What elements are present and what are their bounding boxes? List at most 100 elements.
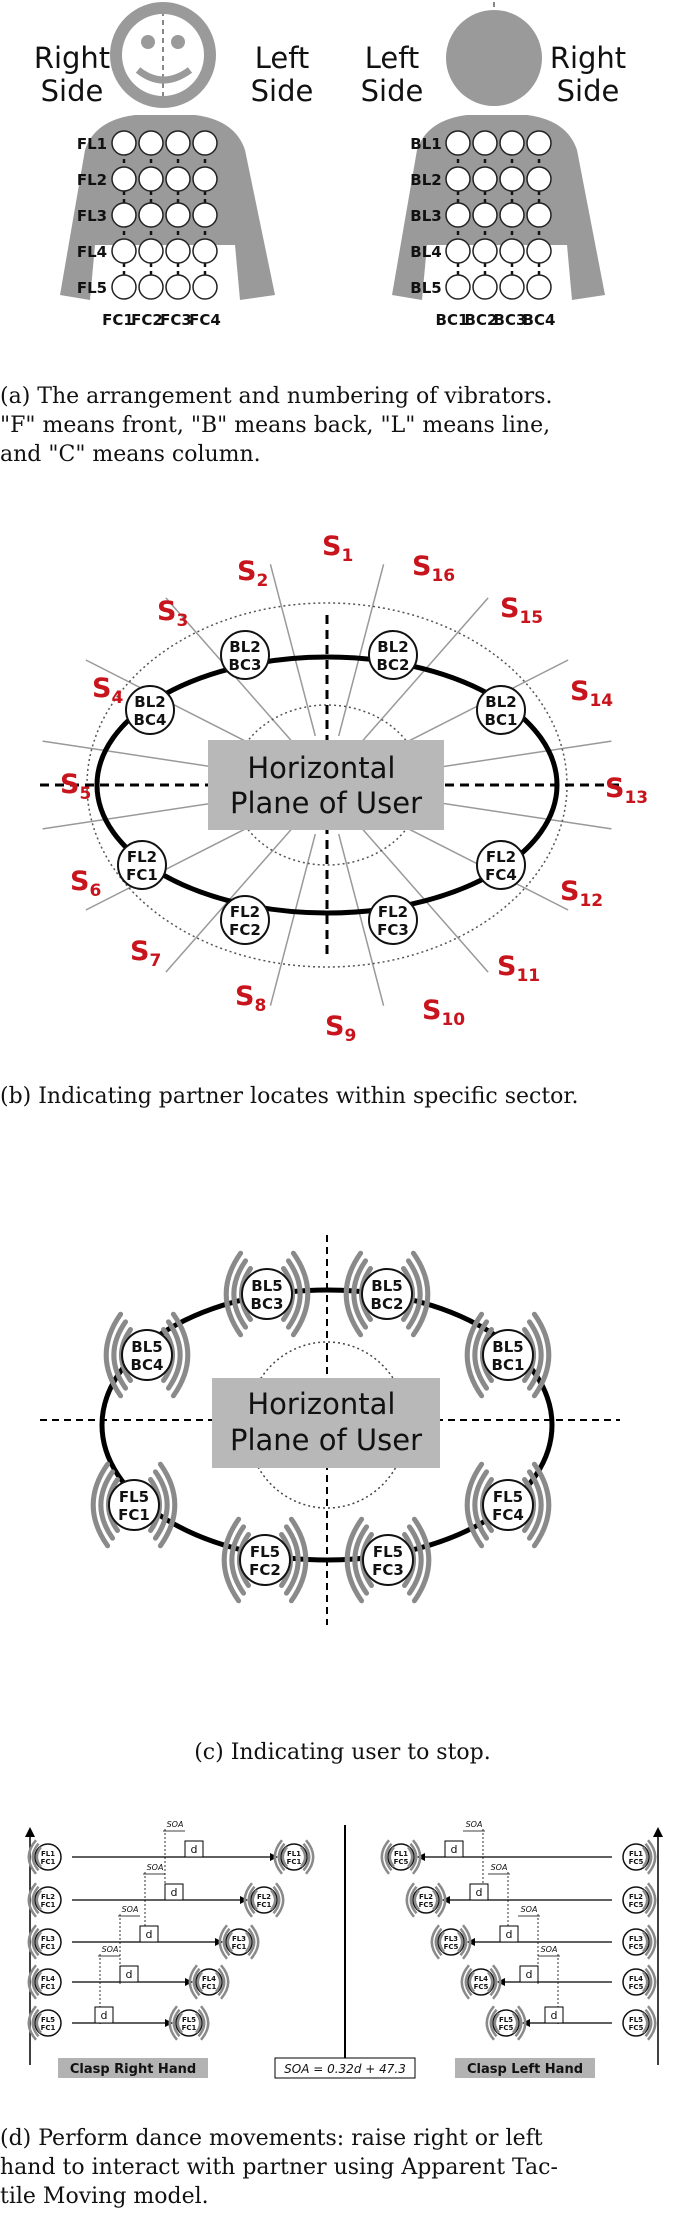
- svg-text:BC3: BC3: [229, 656, 262, 674]
- vibration-wave: [642, 1889, 649, 1911]
- sector-label: S2: [237, 556, 268, 591]
- vibration-wave: [196, 1971, 203, 1993]
- svg-text:FC2: FC2: [249, 1561, 281, 1579]
- caption-a-line: and "C" means column.: [0, 442, 261, 467]
- vibration-wave: [157, 1461, 178, 1549]
- column-label: BC2: [465, 311, 498, 329]
- vibration-wave: [380, 1839, 390, 1875]
- vibration-wave: [188, 1964, 198, 2000]
- vibration-wave: [344, 1516, 365, 1604]
- sector-boundary: [337, 833, 385, 1006]
- vibration-wave: [411, 1516, 432, 1604]
- svg-text:FC5: FC5: [629, 1983, 644, 1991]
- sector-label: S10: [422, 995, 465, 1030]
- vibration-wave: [526, 1469, 544, 1541]
- vibration-wave: [200, 2005, 210, 2041]
- sector-label: S14: [570, 676, 613, 711]
- vibration-wave: [288, 1516, 309, 1604]
- svg-text:FC3: FC3: [377, 921, 409, 939]
- vibrator-node: [526, 202, 552, 228]
- vibration-wave: [35, 2012, 42, 2034]
- vibration-wave: [31, 2008, 40, 2038]
- vibration-wave: [464, 1461, 485, 1549]
- svg-text:FL5: FL5: [119, 1488, 149, 1506]
- svg-text:FC1: FC1: [287, 1858, 302, 1866]
- svg-text:FC1: FC1: [41, 1943, 56, 1951]
- vibration-wave: [98, 1469, 116, 1541]
- vibrator-node: [165, 238, 191, 264]
- svg-text:FL1: FL1: [287, 1850, 301, 1858]
- column-label: FC3: [160, 311, 192, 329]
- vibration-wave: [302, 1842, 311, 1872]
- vibration-wave: [217, 1967, 226, 1997]
- vibration-wave: [485, 2005, 495, 2041]
- vibrator-node: [499, 238, 525, 264]
- clasp-left-hand-label: Clasp Left Hand: [467, 2062, 583, 2077]
- vibration-wave: [409, 1842, 418, 1872]
- formula-box: [274, 2057, 416, 2079]
- vibrator-node: [138, 238, 164, 264]
- svg-text:FL2: FL2: [257, 1893, 271, 1901]
- row-label: BL2: [410, 171, 441, 189]
- svg-text:FC1: FC1: [232, 1943, 247, 1951]
- vibrator-node: [526, 274, 552, 300]
- svg-text:FC1: FC1: [257, 1901, 272, 1909]
- vibration-wave: [35, 1846, 42, 1868]
- vibrator-node: [138, 274, 164, 300]
- vibration-wave: [35, 1971, 42, 1993]
- vibration-wave: [434, 1885, 443, 1915]
- svg-text:FC2: FC2: [229, 921, 261, 939]
- caption-b: (b) Indicating partner locates within sp…: [0, 1082, 685, 1111]
- vibration-wave: [172, 2008, 181, 2038]
- vibration-wave: [434, 1927, 443, 1957]
- svg-text:FL2: FL2: [629, 1893, 643, 1901]
- caption-c-line: (c) Indicating user to stop.: [194, 1740, 491, 1765]
- column-label: FC1: [102, 311, 134, 329]
- distance-box: [444, 1840, 464, 1858]
- vibration-wave: [457, 1931, 464, 1953]
- column-label: BC3: [494, 311, 527, 329]
- sector-label: S3: [157, 596, 188, 631]
- sector-label: S4: [92, 673, 123, 708]
- svg-text:BL2: BL2: [134, 693, 165, 711]
- vibrator-node: [192, 202, 218, 228]
- vibrator-node: [526, 238, 552, 264]
- back-torso: [392, 10, 605, 300]
- svg-text:FC5: FC5: [444, 1943, 459, 1951]
- vibration-wave: [197, 2008, 206, 2038]
- sector-label: S15: [500, 593, 543, 628]
- vibrator-node: [192, 274, 218, 300]
- vibration-wave: [407, 1846, 414, 1868]
- vibration-wave: [437, 1882, 447, 1918]
- vibration-wave: [464, 1311, 485, 1399]
- svg-text:FL4: FL4: [41, 1975, 55, 1983]
- row-label: BL5: [410, 279, 441, 297]
- distance-box: [119, 1965, 139, 1983]
- vibrator-node: [138, 130, 164, 156]
- sector-label: S7: [130, 936, 161, 971]
- svg-text:FC5: FC5: [499, 2024, 514, 2032]
- row-label: FL1: [77, 135, 107, 153]
- vibration-wave: [487, 1971, 494, 1993]
- vibration-wave: [277, 1842, 286, 1872]
- vibration-wave: [35, 1889, 42, 1911]
- vibration-wave: [468, 1971, 475, 1993]
- row-label: BL3: [410, 207, 441, 225]
- row-label: BL1: [410, 135, 441, 153]
- svg-text:FC5: FC5: [629, 2024, 644, 2032]
- svg-text:FL5: FL5: [499, 2016, 513, 2024]
- sector-boundary: [269, 564, 317, 737]
- sector-label: S11: [497, 951, 540, 986]
- vibration-wave: [410, 1250, 431, 1338]
- vibration-wave: [283, 1524, 301, 1596]
